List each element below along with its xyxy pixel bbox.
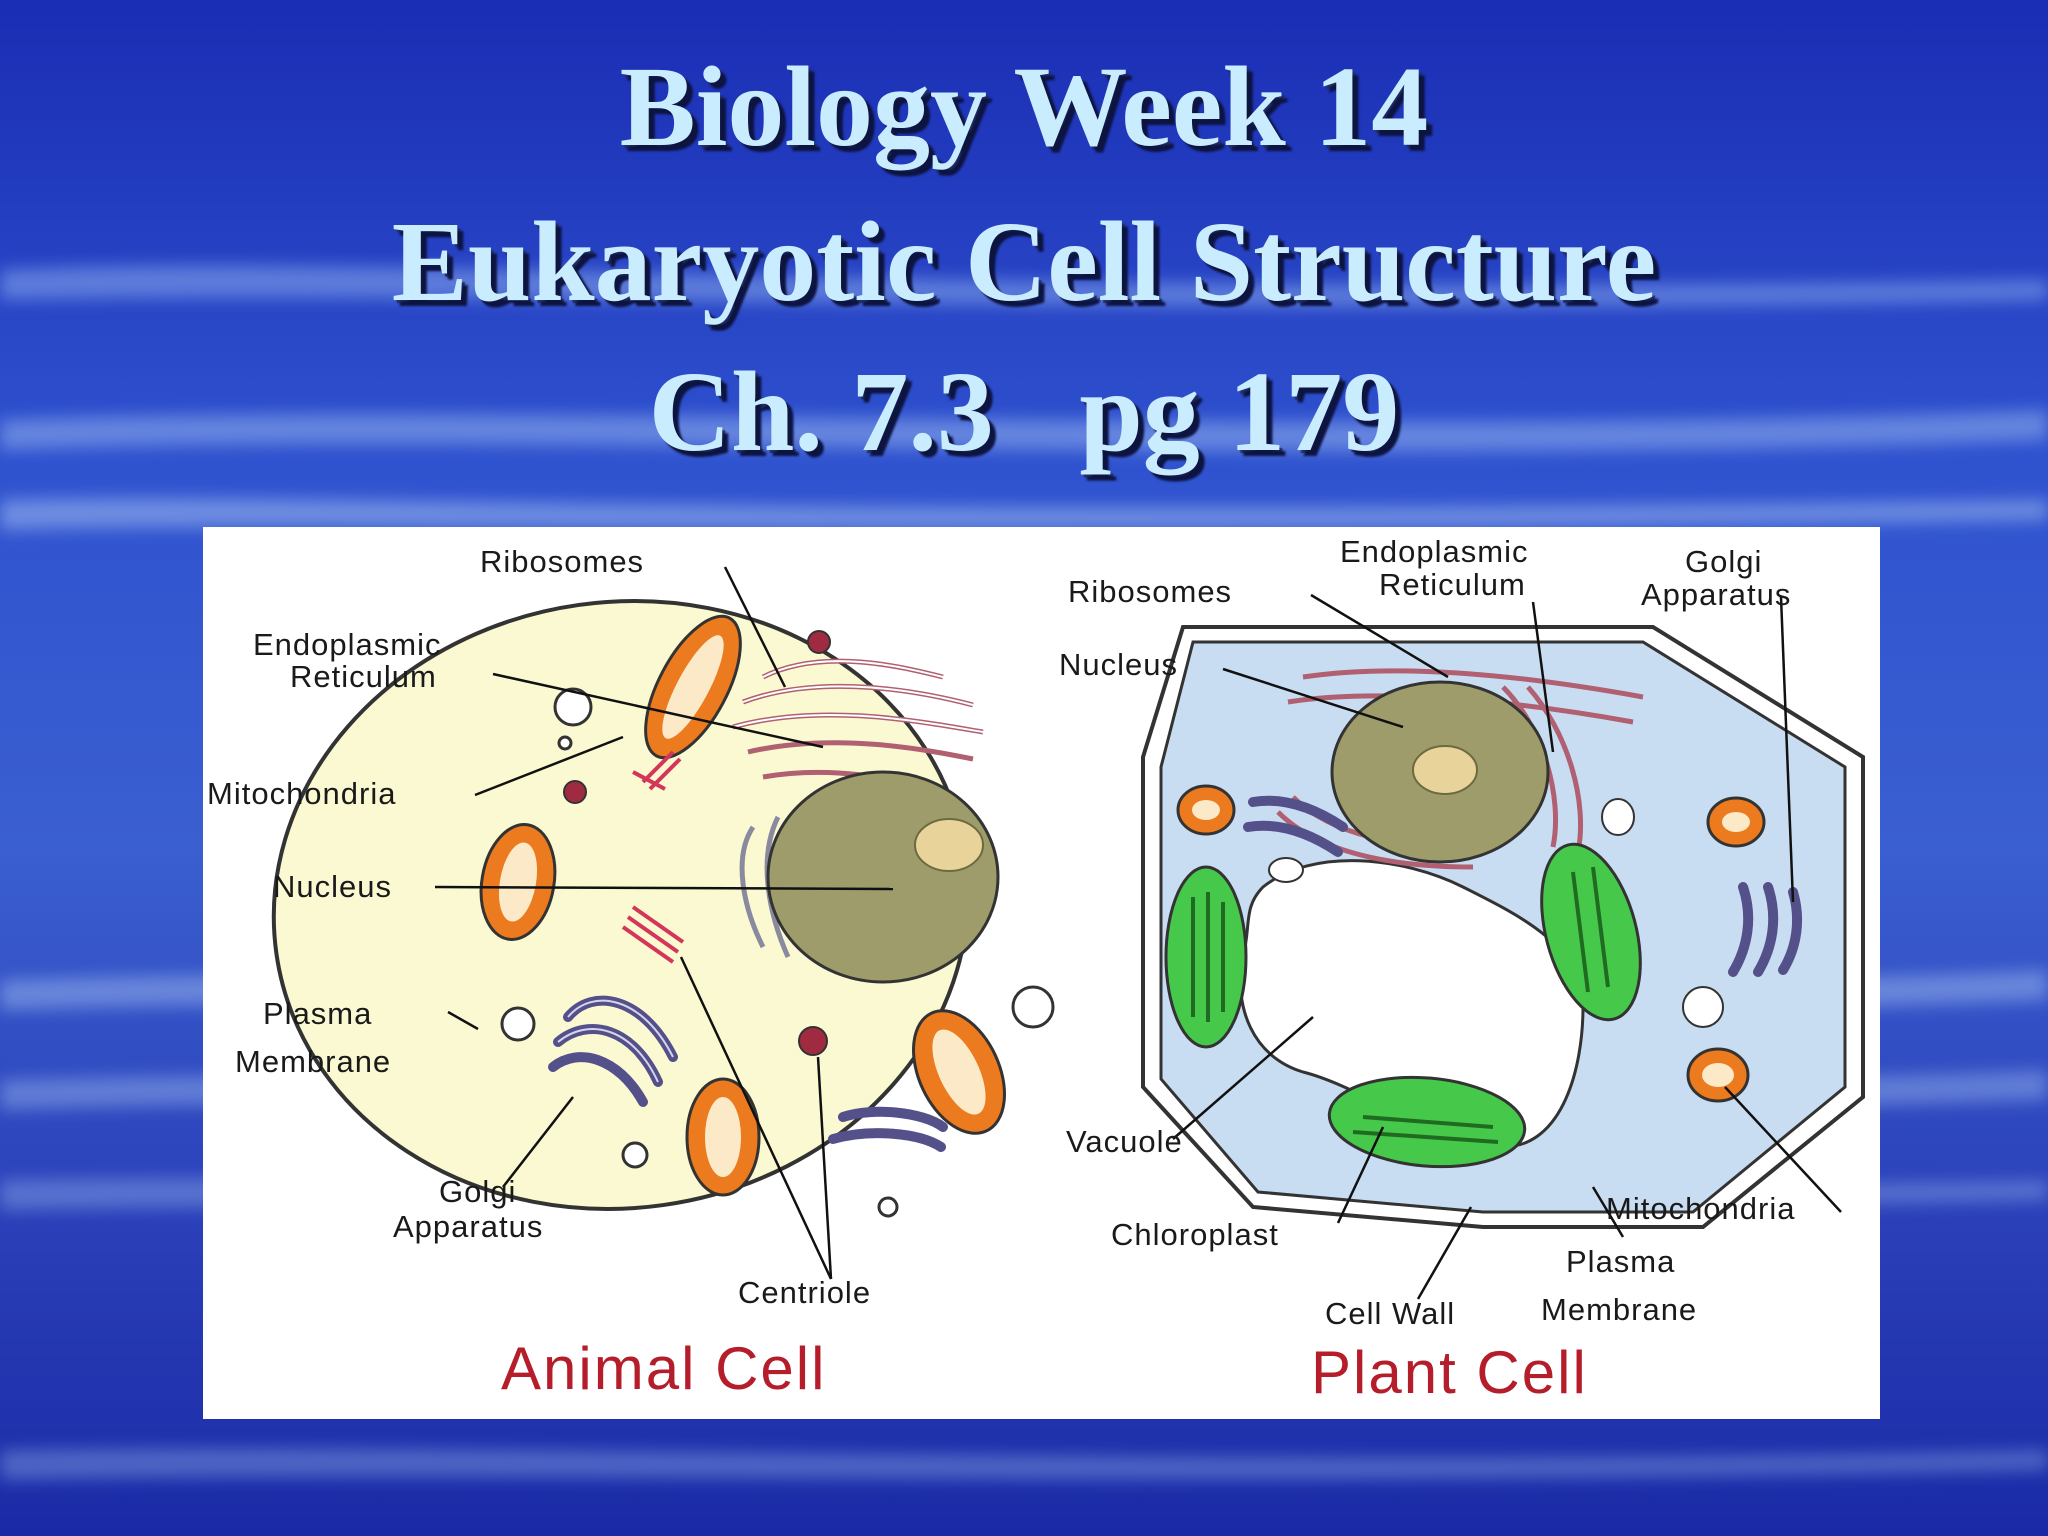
plant-label-chloroplast: Chloroplast [1111,1217,1279,1252]
cell-diagram: Ribosomes Endoplasmic Reticulum Mitochon… [207,534,1865,1406]
animal-label-centriole: Centriole [738,1275,871,1310]
plant-label-vacuole: Vacuole [1066,1124,1183,1159]
plant-label-plasma-line2: Membrane [1541,1292,1697,1327]
plant-nucleolus [1412,745,1478,795]
plant-mitochondria [1176,784,1766,1103]
animal-label-er-line1: Endoplasmic [253,627,441,662]
animal-labels: Ribosomes Endoplasmic Reticulum Mitochon… [207,544,871,1402]
animal-nucleus [766,770,1000,984]
animal-label-golgi-line1: Golgi [439,1174,516,1209]
animal-centrioles [621,750,685,964]
plant-cell-wall [1141,625,1865,1229]
plant-label-nucleus: Nucleus [1059,647,1178,682]
animal-label-plasma-line2: Membrane [235,1044,391,1079]
animal-leader-lines [434,566,894,1280]
animal-label-plasma-line1: Plasma [263,996,372,1031]
animal-mitochondria [479,614,1006,1197]
plant-label-plasma-line1: Plasma [1566,1244,1675,1279]
animal-cell-title: Animal Cell [501,1335,826,1402]
animal-label-er-line2: Reticulum [290,659,437,694]
plant-cell-title: Plant Cell [1311,1339,1588,1406]
plant-chloroplast-thylakoids [1191,866,1610,1144]
animal-cell: Ribosomes Endoplasmic Reticulum Mitochon… [207,544,1055,1402]
plant-leader-lines [1172,593,1842,1300]
animal-label-ribosomes: Ribosomes [480,544,644,579]
plant-label-cell-wall: Cell Wall [1325,1296,1455,1331]
plant-labels: Endoplasmic Reticulum Golgi Apparatus Ri… [1059,534,1795,1406]
cell-diagram-panel: Ribosomes Endoplasmic Reticulum Mitochon… [203,527,1880,1419]
slide-title-line-2: Eukaryotic Cell Structure [391,198,1657,325]
plant-vesicles [1268,798,1724,1028]
animal-lysosomes [563,630,831,1056]
plant-label-golgi-line2: Apparatus [1641,577,1791,612]
plant-label-er-line1: Endoplasmic [1340,534,1528,569]
animal-golgi-highlight [557,999,674,1083]
plant-label-er-line2: Reticulum [1379,567,1526,602]
plant-label-ribosomes: Ribosomes [1068,574,1232,609]
slide-title-line-3: Ch. 7.3 pg 179 [648,348,1400,475]
animal-label-mitochondria: Mitochondria [207,776,396,811]
plant-label-mitochondria: Mitochondria [1606,1191,1795,1226]
plant-label-golgi-line1: Golgi [1685,544,1762,579]
plant-golgi [1243,795,1803,977]
slide-title-line-1: Biology Week 14 [619,43,1429,170]
animal-label-golgi-line2: Apparatus [393,1209,543,1244]
animal-label-nucleus: Nucleus [273,869,392,904]
animal-vesicles [500,687,1055,1218]
plant-cell: Endoplasmic Reticulum Golgi Apparatus Ri… [1059,534,1865,1406]
animal-nucleolus [914,818,984,872]
